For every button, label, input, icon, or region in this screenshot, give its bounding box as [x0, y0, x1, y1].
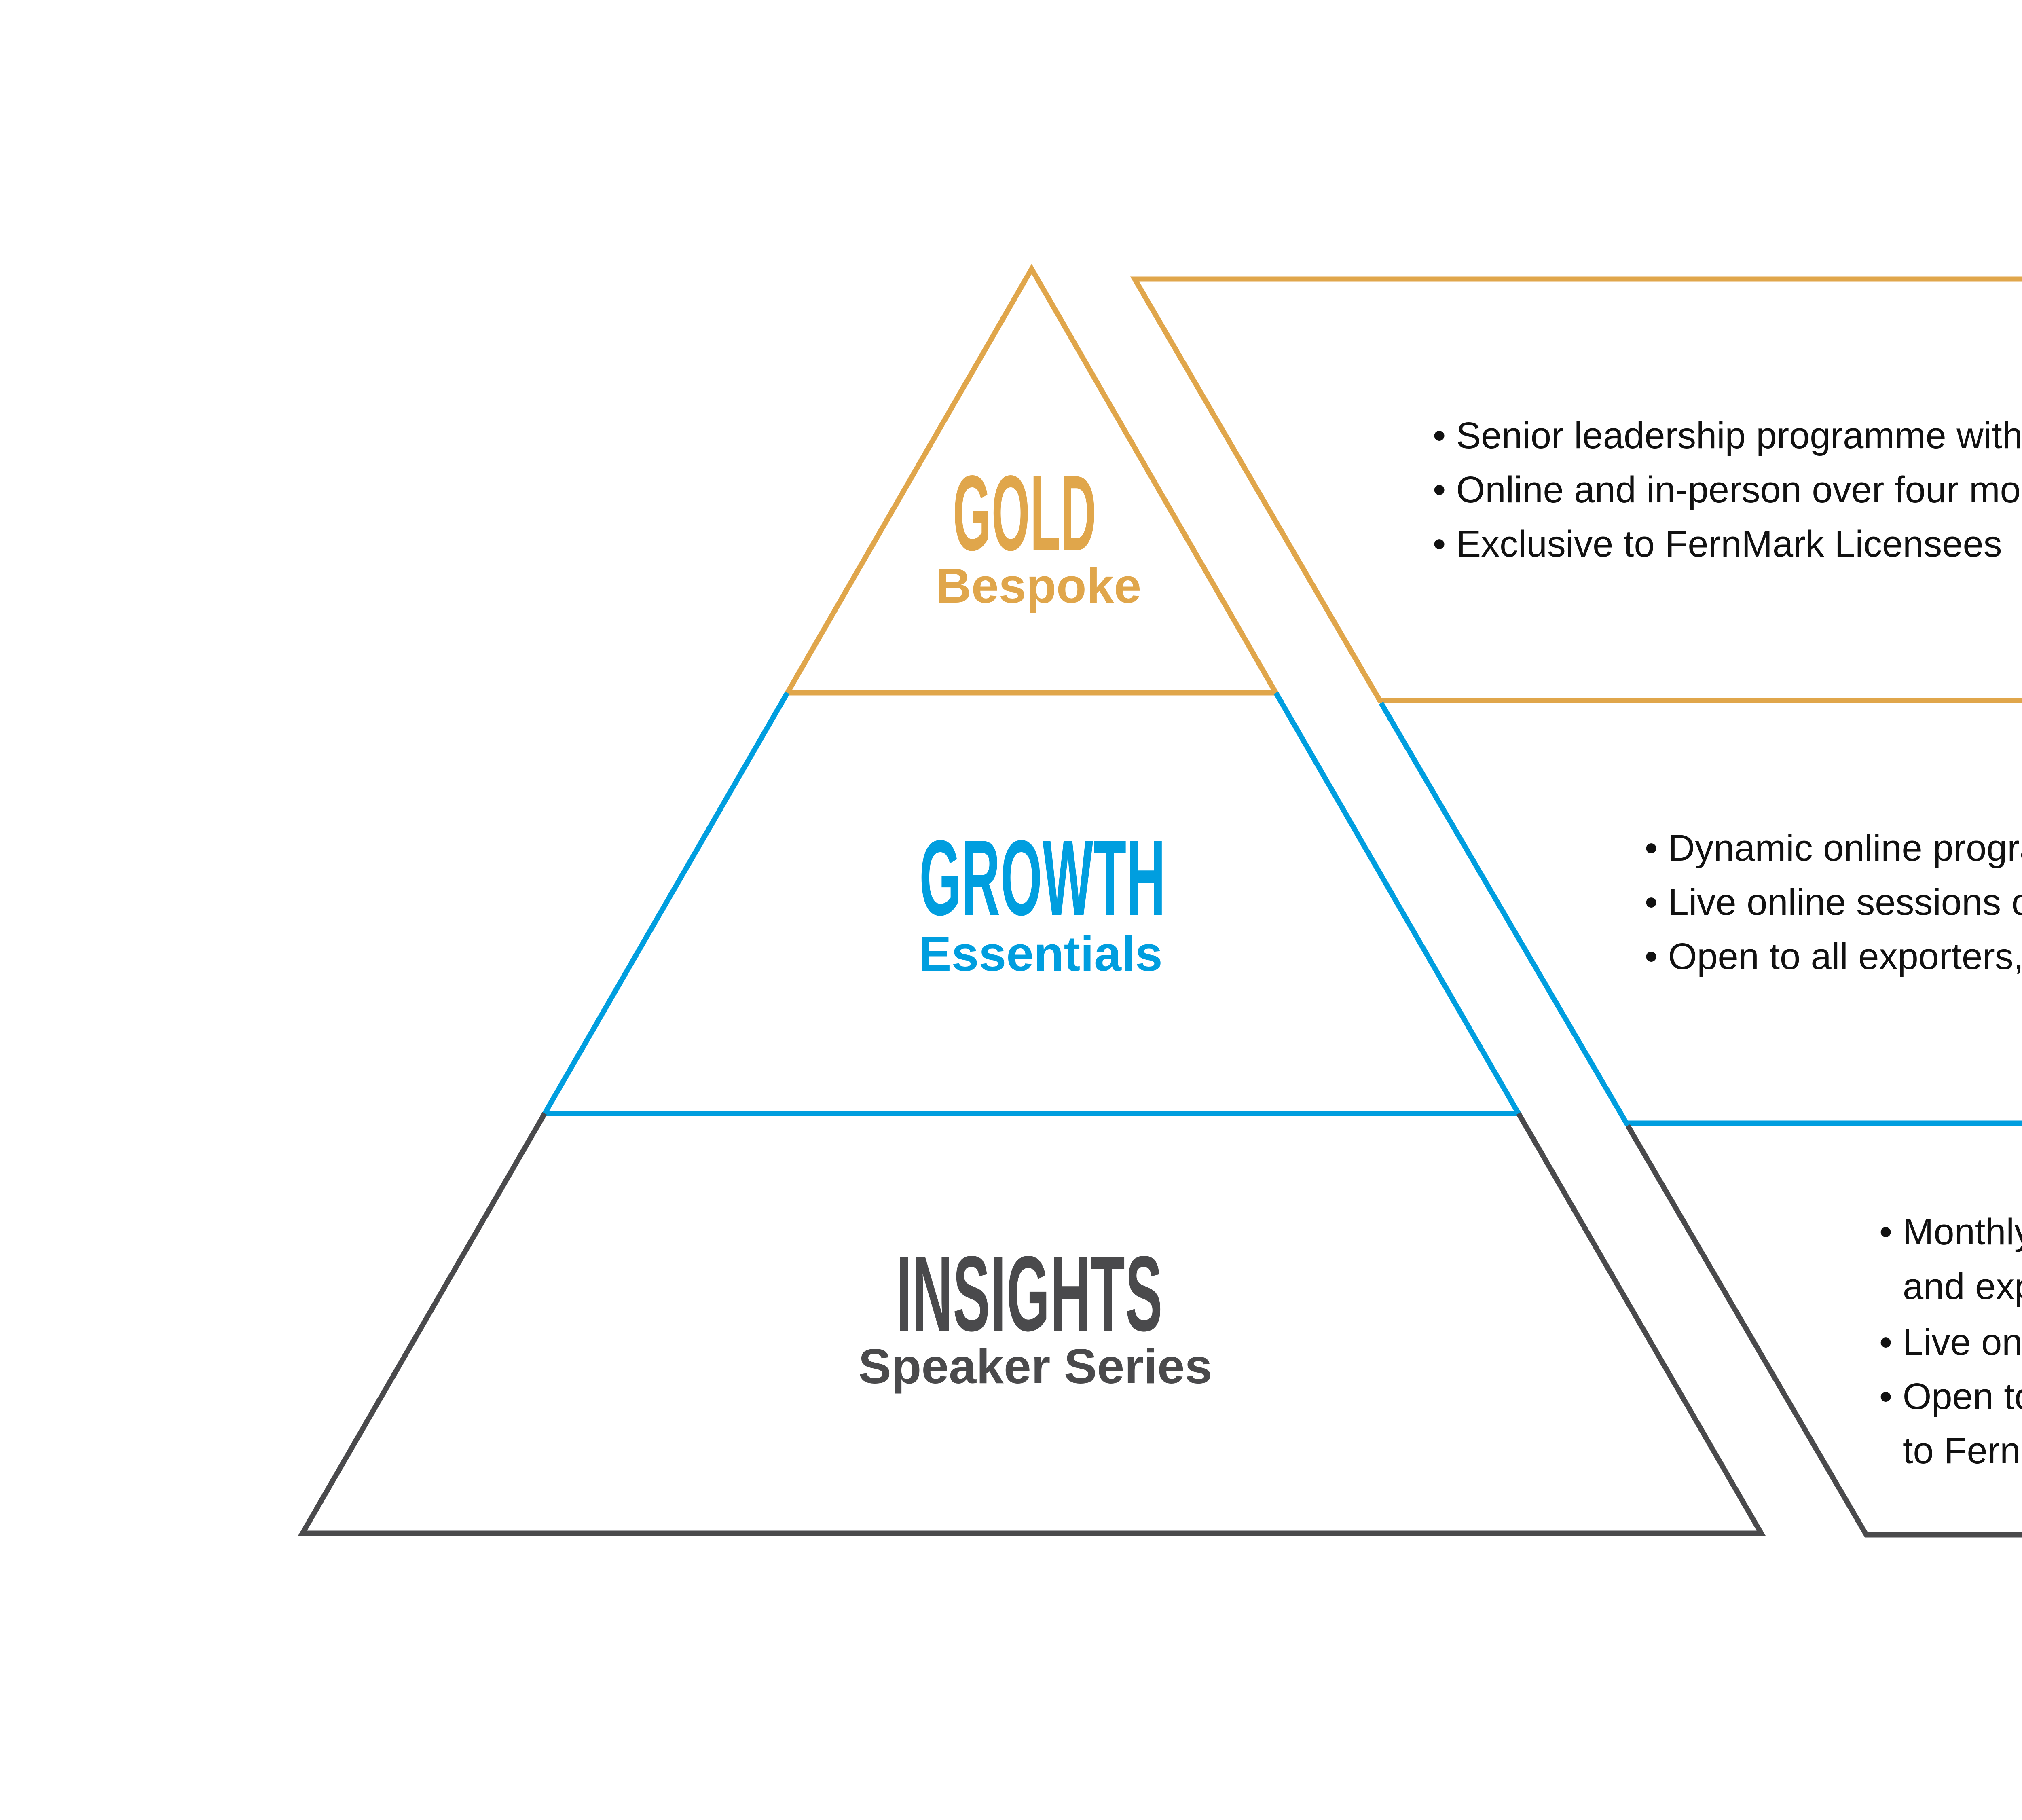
insights-bullet-line-wrap: to FernMark Licensees	[1903, 1430, 2022, 1471]
growth-bullet-line: • Open to all exporters, discount for Fe…	[1645, 936, 2022, 977]
pyramid-tier-growth-outline	[540, 691, 1523, 1116]
gold-detail-box	[1130, 276, 2022, 703]
pyramid-tier-insights-outline	[298, 1112, 1766, 1536]
tier-insights-title: INSIGHTS	[896, 1234, 1163, 1353]
growth-detail-box	[1379, 701, 2022, 1126]
insights-bullet-line: • Live online 20-minute sessions with Q&…	[1879, 1322, 2022, 1363]
tier-gold-subtitle: Bespoke	[936, 558, 1142, 613]
pyramid-tier-gold-outline	[783, 263, 1281, 696]
growth-bullet-line: • Live online sessions over five weeks	[1645, 882, 2022, 923]
gold-bullet-line: • Online and in-person over four months	[1433, 469, 2022, 510]
gold-bullet-line: • Senior leadership programme with indus…	[1433, 415, 2022, 456]
insights-bullet-line-wrap: and experts	[1903, 1266, 2022, 1307]
growth-bullet-line: • Dynamic online programme	[1645, 827, 2022, 869]
tier-growth-title: GROWTH	[919, 818, 1165, 938]
tier-gold-title: GOLD	[953, 453, 1097, 573]
tier-insights-subtitle: Speaker Series	[859, 1339, 1212, 1394]
insights-detail-box	[1625, 1124, 2022, 1538]
tier-growth-subtitle: Essentials	[918, 926, 1163, 981]
gold-bullet-line: • Exclusive to FernMark Licensees	[1433, 523, 2002, 565]
insights-bullet-line: • Monthly series featuring business lead…	[1879, 1211, 2022, 1253]
insights-bullet-line: • Open to all exporters, recordings avai…	[1879, 1376, 2022, 1417]
